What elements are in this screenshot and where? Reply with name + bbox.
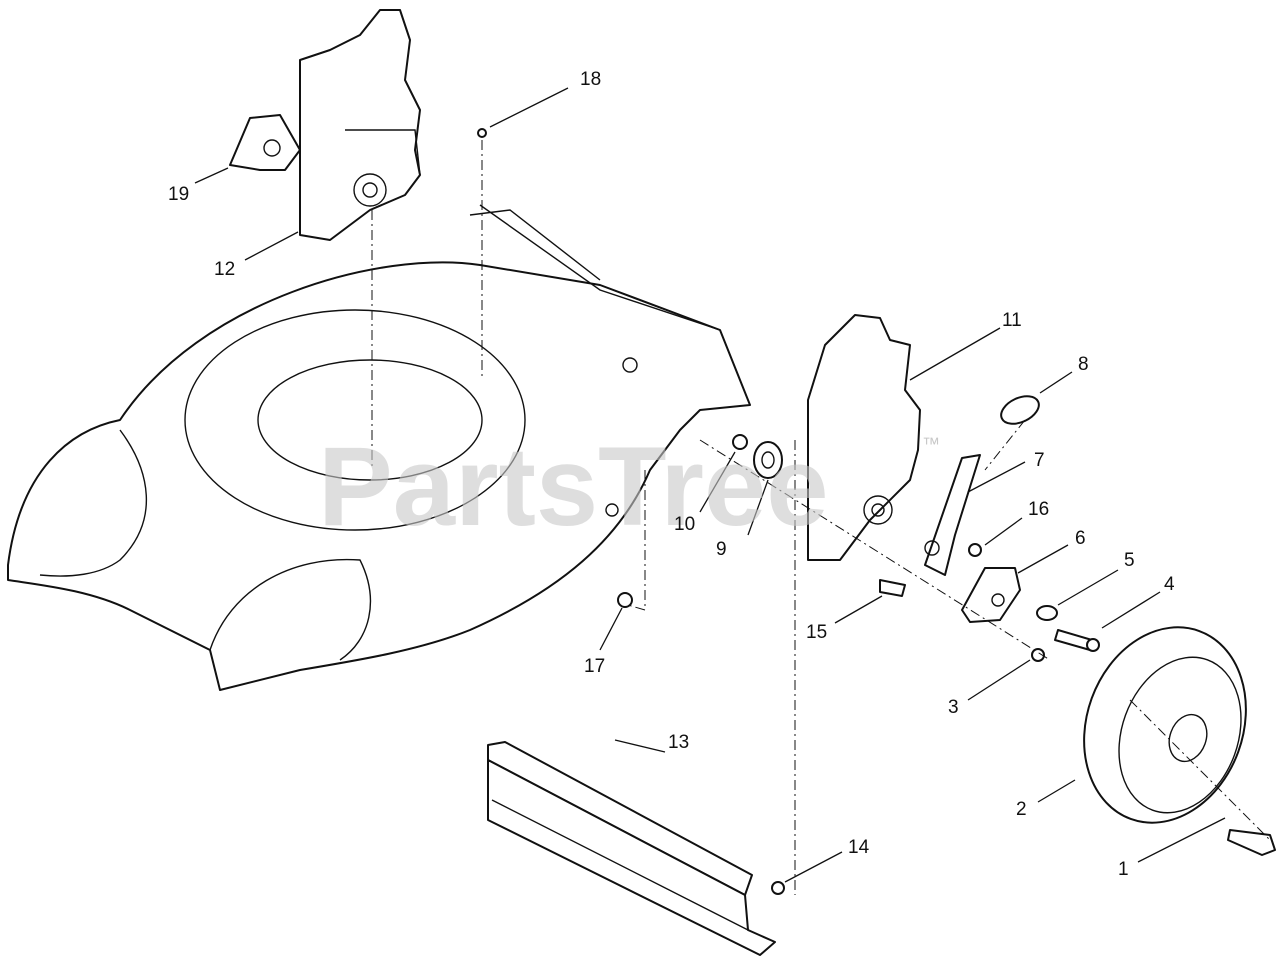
hardware xyxy=(477,128,1276,895)
callout-15: 15 xyxy=(806,622,827,643)
callout-11: 11 xyxy=(1002,310,1022,331)
rear-flap xyxy=(487,741,776,956)
callout-16: 16 xyxy=(1028,499,1049,520)
leader-lines xyxy=(194,87,1226,883)
callout-2: 2 xyxy=(1016,799,1027,820)
callout-7: 7 xyxy=(1034,450,1045,471)
watermark-text: PartsTree xyxy=(318,424,829,549)
callout-19: 19 xyxy=(168,184,189,205)
height-adjuster-left xyxy=(299,9,421,241)
callout-1: 1 xyxy=(1118,859,1129,880)
callout-14: 14 xyxy=(848,837,870,858)
callout-10: 10 xyxy=(674,514,695,535)
callout-18: 18 xyxy=(580,69,601,90)
watermark-trademark: ™ xyxy=(922,434,940,454)
callout-12: 12 xyxy=(214,259,235,280)
callout-4: 4 xyxy=(1164,574,1175,595)
height-adjuster-right xyxy=(807,314,921,561)
assembly-lines xyxy=(371,140,1271,895)
callout-9: 9 xyxy=(716,539,727,560)
watermark: PartsTree ™ xyxy=(318,424,940,549)
callout-13: 13 xyxy=(668,732,689,753)
adjuster-knob xyxy=(229,114,301,171)
callout-labels: 1 2 3 4 5 6 7 8 9 10 11 12 13 14 15 16 1… xyxy=(168,69,1175,880)
callout-3: 3 xyxy=(948,697,959,718)
callout-8: 8 xyxy=(1078,354,1089,375)
callout-6: 6 xyxy=(1075,528,1086,549)
callout-17: 17 xyxy=(584,656,605,677)
callout-5: 5 xyxy=(1124,550,1135,571)
wheel xyxy=(1083,626,1247,824)
mower-deck xyxy=(7,204,751,691)
